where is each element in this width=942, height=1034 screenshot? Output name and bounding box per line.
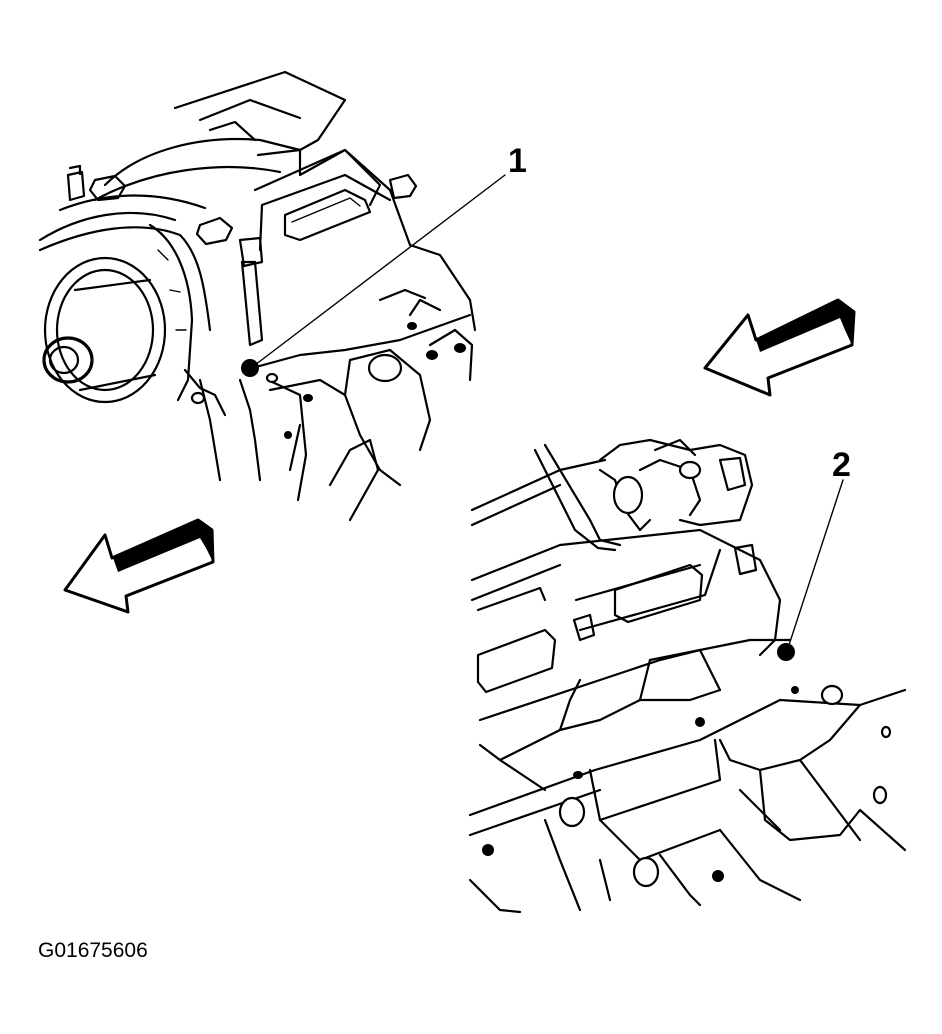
direction-arrow-icon: [703, 298, 856, 397]
rear-engine-view: [468, 438, 907, 914]
callout-2: 2: [787, 446, 851, 649]
callout-2-label: 2: [832, 446, 851, 484]
callout-1-label: 1: [508, 142, 527, 180]
direction-arrow-icon: [63, 518, 215, 614]
front-engine-view: [38, 70, 477, 522]
bolt-right: [388, 173, 418, 200]
bolt-top-left: [66, 164, 127, 202]
crankshaft-pulley: [38, 194, 212, 404]
figure-id: G01675606: [38, 939, 148, 962]
bolt-center: [195, 216, 264, 347]
callout-1: 1: [254, 142, 527, 366]
sealant-point-2: [777, 643, 795, 661]
sealant-point-1: [241, 359, 259, 377]
